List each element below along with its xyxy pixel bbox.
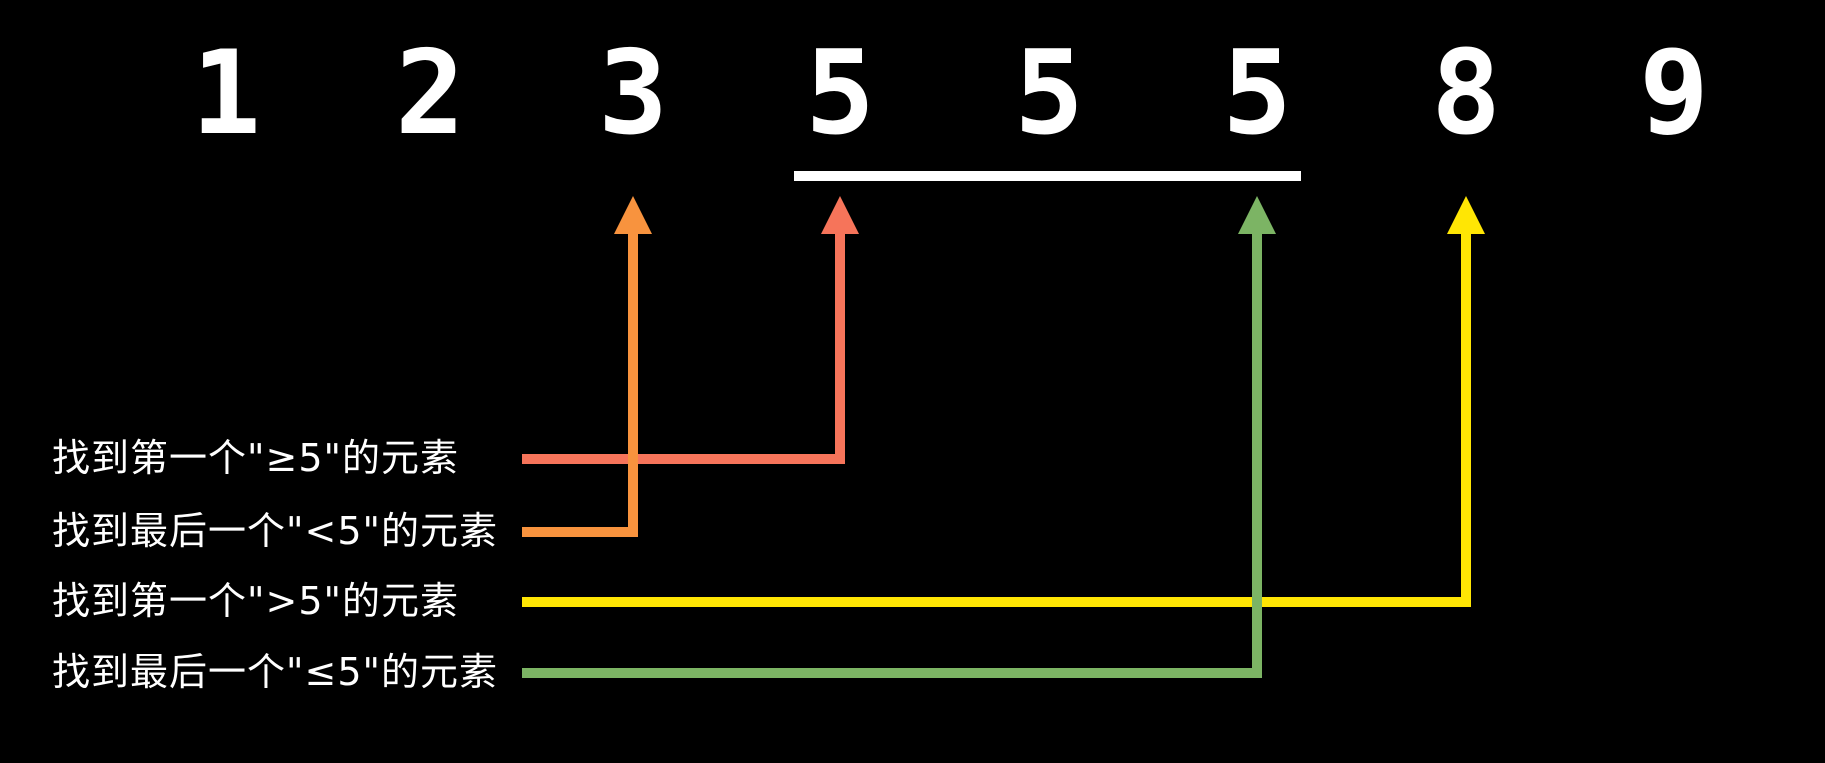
sequence-number-2: 3 — [598, 26, 668, 161]
arrow-head-last-le-5 — [1238, 196, 1276, 234]
sequence-number-4: 5 — [1014, 26, 1084, 161]
arrow-line-last-lt-5 — [522, 231, 638, 537]
arrow-last-le-5 — [522, 196, 1276, 678]
arrow-last-lt-5 — [522, 196, 652, 537]
fives-underline — [794, 171, 1301, 181]
arrow-line-last-le-5 — [522, 231, 1262, 678]
annotation-label-first-ge-5: 找到第一个"≥5"的元素 — [52, 436, 459, 481]
arrow-head-last-lt-5 — [614, 196, 652, 234]
sequence-number-0: 1 — [191, 26, 261, 161]
annotation-label-last-le-5: 找到最后一个"≤5"的元素 — [52, 650, 498, 695]
sequence-number-1: 2 — [395, 26, 465, 161]
arrow-line-first-ge-5 — [522, 231, 845, 464]
sequence-number-3: 5 — [805, 26, 875, 161]
arrow-head-first-ge-5 — [821, 196, 859, 234]
annotation-label-last-lt-5: 找到最后一个"<5"的元素 — [52, 509, 498, 554]
sequence-number-7: 9 — [1639, 26, 1709, 161]
arrow-first-ge-5 — [522, 196, 859, 464]
annotation-label-first-gt-5: 找到第一个">5"的元素 — [52, 579, 459, 624]
sequence-number-5: 5 — [1222, 26, 1292, 161]
arrow-head-first-gt-5 — [1447, 196, 1485, 234]
sequence-number-6: 8 — [1431, 26, 1501, 161]
arrow-first-gt-5 — [522, 196, 1485, 607]
arrow-line-first-gt-5 — [522, 231, 1471, 607]
